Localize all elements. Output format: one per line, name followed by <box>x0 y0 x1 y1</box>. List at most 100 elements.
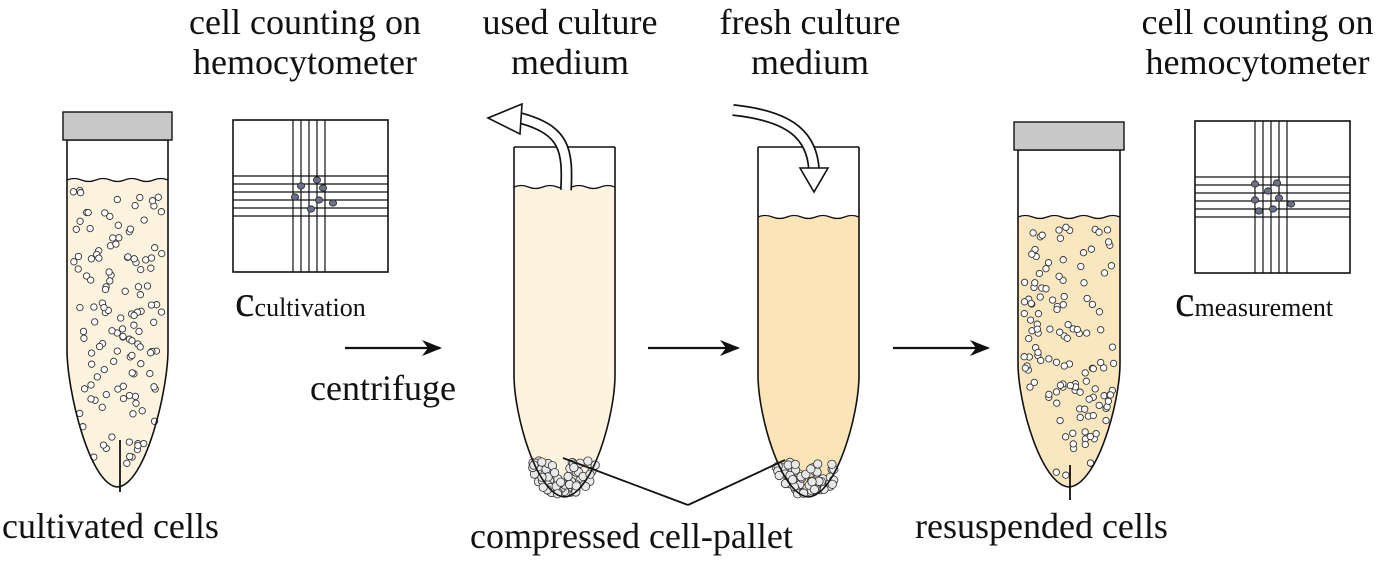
cell <box>135 327 143 336</box>
pellet-cell <box>556 477 566 487</box>
cell <box>1035 269 1044 278</box>
tube-fresh-meniscus <box>757 214 860 220</box>
cell <box>93 373 101 381</box>
c-cultivation-subscript: cultivation <box>254 293 366 322</box>
hemocytometer-left <box>232 119 389 273</box>
cell <box>150 318 158 326</box>
cell <box>113 347 121 355</box>
cell <box>1073 325 1081 334</box>
hemocytometer-left-cell <box>328 199 337 207</box>
cell <box>98 403 106 411</box>
cell <box>80 334 88 342</box>
cell <box>100 365 108 374</box>
hemocytometer-left-cell <box>314 196 323 204</box>
cell <box>87 276 95 284</box>
cell <box>1060 292 1068 301</box>
cell <box>115 234 123 242</box>
pellet-cell <box>819 484 829 494</box>
fresh-medium-arrow-body <box>732 105 819 171</box>
cell <box>128 351 136 360</box>
cell <box>1030 378 1038 387</box>
c-measurement-label: cmeasurement <box>1175 280 1333 328</box>
cell <box>1083 294 1091 303</box>
cell <box>1029 229 1037 237</box>
cell <box>84 208 92 217</box>
cell <box>1053 399 1061 407</box>
cell <box>1056 328 1064 336</box>
cell <box>86 224 94 233</box>
cell <box>147 264 155 272</box>
cell <box>130 311 138 320</box>
cell <box>119 382 127 390</box>
cell <box>113 195 121 204</box>
cell <box>1091 385 1099 393</box>
cell <box>1076 388 1084 396</box>
cell <box>1081 369 1089 377</box>
cell <box>1085 395 1093 403</box>
pellet-cell <box>806 464 816 474</box>
count-label-left-line2: hemocytometer <box>193 42 417 82</box>
cell <box>1026 316 1035 324</box>
hemocytometer-right <box>1194 120 1351 274</box>
cell <box>1021 364 1029 372</box>
pellet-cell <box>809 484 820 495</box>
cell <box>105 268 113 276</box>
cell <box>1066 381 1075 390</box>
pellet-cell <box>790 459 800 469</box>
cell <box>124 253 132 261</box>
cell <box>119 394 128 403</box>
cell <box>80 385 89 393</box>
tube-resuspended <box>1013 121 1125 488</box>
fresh-medium-label: fresh culture medium <box>695 2 925 82</box>
cell <box>126 452 134 461</box>
cell <box>1048 296 1057 304</box>
cell <box>140 216 148 224</box>
count-label-right-line2: hemocytometer <box>1145 42 1370 82</box>
cell <box>1081 428 1089 436</box>
cell <box>148 197 157 205</box>
cell <box>151 244 159 252</box>
cell <box>1038 231 1046 239</box>
hemocytometer-left-cell <box>296 182 305 190</box>
cell <box>134 283 143 291</box>
hemocytometer-right-cell <box>1269 205 1278 213</box>
tube-fresh-medium <box>758 217 859 497</box>
cell <box>1059 301 1067 309</box>
c-measurement-symbol: c <box>1175 277 1195 326</box>
cell <box>1037 356 1045 365</box>
pellet-cell <box>827 459 837 469</box>
used-medium-label: used culture medium <box>455 2 685 82</box>
cell <box>128 337 136 345</box>
cell <box>87 349 96 357</box>
cell <box>76 189 85 197</box>
cell <box>1087 245 1096 253</box>
cell <box>1109 359 1118 368</box>
cell <box>123 459 131 467</box>
pellet-cell <box>807 477 817 487</box>
fresh-medium-arrow <box>732 104 830 194</box>
hemocytometer-left-cell <box>312 176 321 184</box>
cell <box>1082 377 1090 385</box>
cell <box>1095 401 1103 410</box>
hemocytometer-left-cell <box>290 193 299 201</box>
cell <box>1064 320 1072 329</box>
cell <box>95 254 103 262</box>
cell <box>1069 429 1077 437</box>
cell <box>1080 279 1088 287</box>
cell <box>1034 348 1042 357</box>
used-medium-arrow-head <box>486 102 523 136</box>
cell <box>1034 310 1043 318</box>
cell <box>1106 391 1115 399</box>
cell <box>1055 272 1063 280</box>
cell <box>1045 355 1053 363</box>
cell <box>126 225 135 233</box>
cell <box>1107 262 1116 270</box>
cell <box>1031 279 1039 287</box>
cell <box>125 391 134 400</box>
cell <box>1042 265 1050 273</box>
cell <box>1089 411 1097 420</box>
cell <box>76 217 84 225</box>
pellet-cell <box>580 481 591 491</box>
cell <box>101 285 110 294</box>
tube-cultivated-cap <box>62 111 173 141</box>
